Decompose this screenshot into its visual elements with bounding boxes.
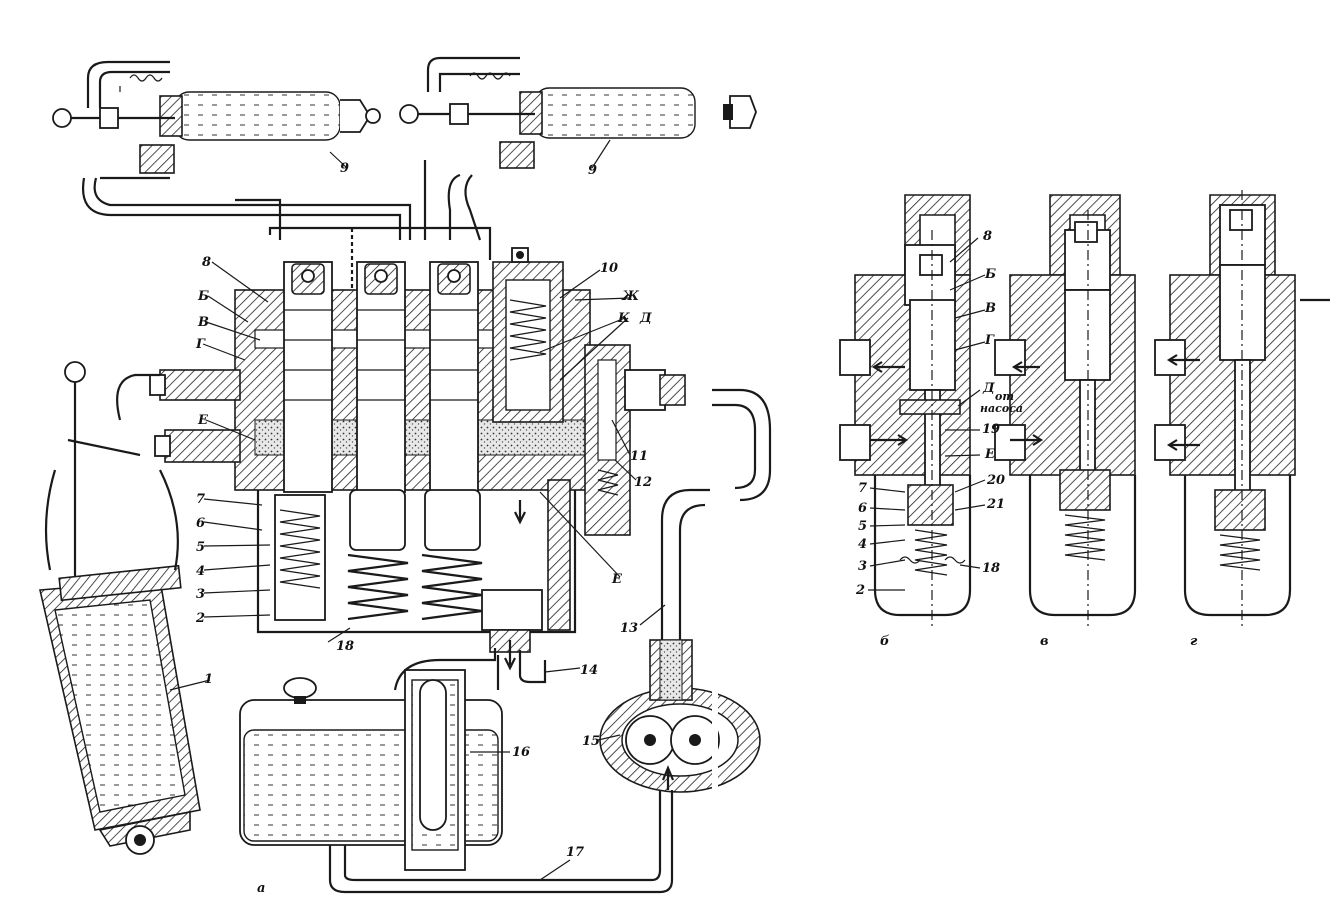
top-left-cylinder [52, 74, 381, 174]
detail-label-20: 20 [986, 473, 1005, 488]
label-14: 14 [580, 663, 598, 678]
gear-pump [599, 600, 761, 800]
caption-v: в [1040, 634, 1049, 649]
detail-label-2: 2 [855, 583, 865, 598]
label-17: 17 [566, 845, 584, 860]
detail-label-v: В [984, 301, 996, 316]
label-15: 15 [582, 734, 600, 749]
label-6: 6 [196, 516, 205, 531]
leader-lines [169, 139, 666, 881]
label-5: 5 [196, 540, 205, 555]
detail-label-e: Е [984, 447, 996, 462]
label-13: 13 [620, 621, 638, 636]
label-g: Г [195, 337, 206, 352]
caption-b: б [880, 634, 890, 649]
caption-a: а [257, 881, 265, 896]
flow-arrows [870, 298, 1330, 451]
return-pipes [328, 388, 772, 894]
detail-label-21: 21 [986, 497, 1005, 512]
label-4: 4 [196, 564, 205, 579]
label-b: Б [197, 289, 209, 304]
detail-label-8: 8 [983, 229, 992, 244]
detail-label-7: 7 [858, 481, 867, 496]
label-10: 10 [600, 261, 618, 276]
label-12: 12 [634, 475, 652, 490]
detail-label-3: 3 [858, 559, 867, 574]
lift-cylinder [39, 361, 201, 855]
detail-label-19: 19 [982, 422, 1000, 437]
oil-tank [239, 648, 503, 871]
detail-label-ot: от [995, 390, 1014, 403]
caption-g: г [1190, 634, 1198, 649]
label-e-right: Е [611, 572, 623, 587]
detail-label-d: Д [982, 381, 995, 396]
spring-housing [256, 479, 577, 671]
detail-label-nasosa: насоса [980, 402, 1023, 415]
label-8: 8 [202, 255, 211, 270]
label-e-left: Е [197, 413, 209, 428]
label-d: Д [639, 311, 652, 326]
detail-label-4: 4 [858, 537, 867, 552]
detail-leader-lines [868, 237, 986, 591]
label-7: 7 [196, 492, 205, 507]
detail-label-18: 18 [982, 561, 1000, 576]
detail-label-b: Б [984, 267, 996, 282]
detail-label-g: Г [984, 333, 995, 348]
label-11: 11 [630, 449, 648, 464]
detail-v [994, 194, 1137, 630]
detail-label-6: 6 [858, 501, 867, 516]
distributor-body [149, 247, 686, 536]
label-3: 3 [196, 587, 205, 602]
label-v: В [197, 315, 209, 330]
top-pipes [81, 56, 520, 300]
detail-drawings: 8 Б В Г Д от насоса 19 Е 20 21 18 7 6 5 … [839, 190, 1330, 649]
label-16: 16 [512, 745, 530, 760]
detail-g [1154, 190, 1296, 630]
detail-label-5: 5 [858, 519, 867, 534]
label-k: К [617, 311, 630, 326]
label-18: 18 [336, 639, 354, 654]
top-right-cylinder [399, 72, 757, 169]
label-2: 2 [195, 611, 205, 626]
main-assembly-drawing: 9 9 8 Б В Г Е 7 6 5 4 3 2 10 Ж К Д 11 12… [39, 56, 772, 896]
label-9-right: 9 [588, 163, 597, 178]
label-zh: Ж [621, 289, 640, 304]
detail-b [839, 194, 972, 630]
label-9-left: 9 [340, 161, 349, 176]
label-1: 1 [204, 672, 213, 687]
